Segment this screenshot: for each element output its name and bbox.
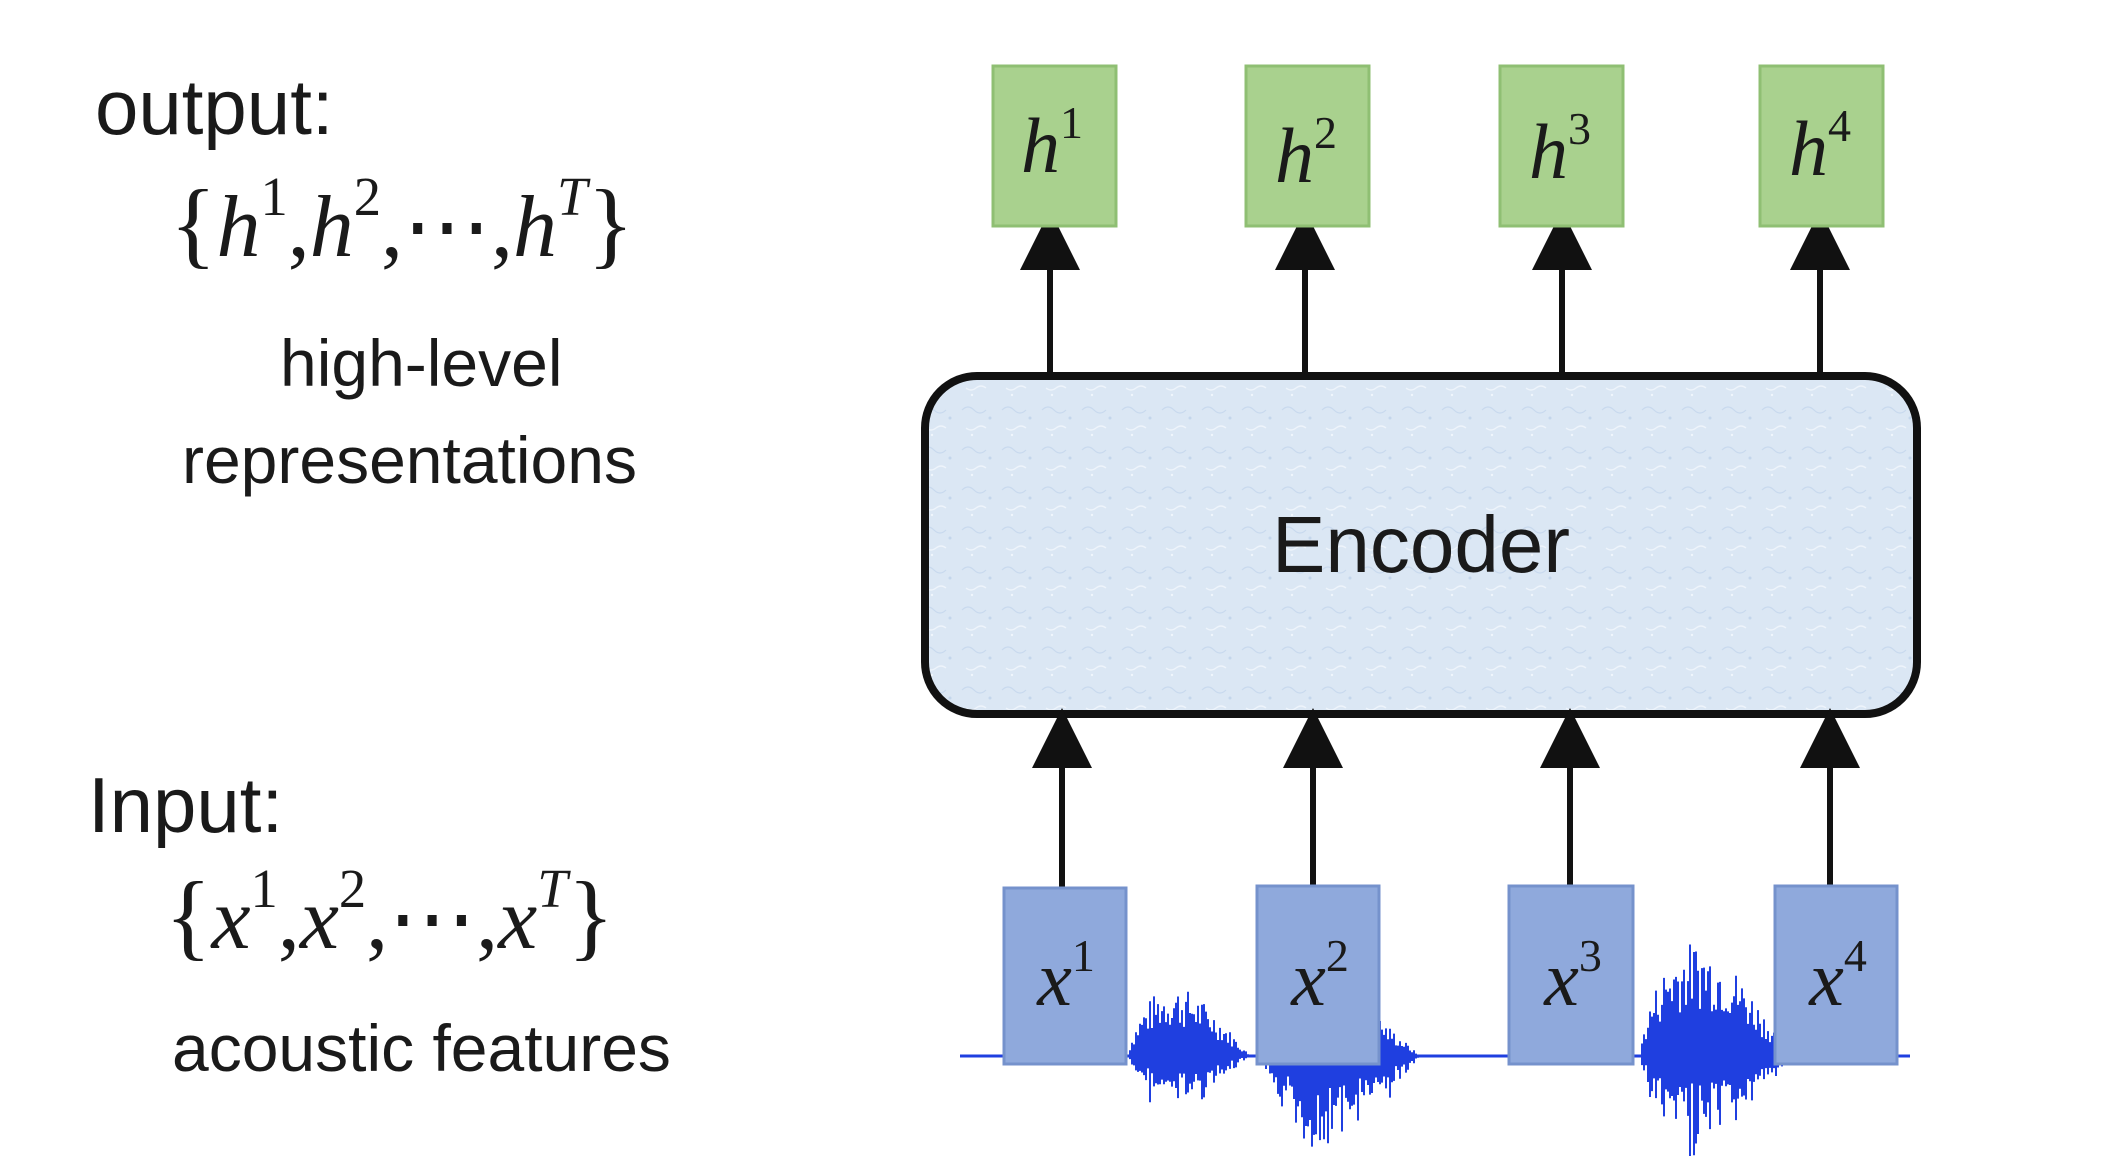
input-description: acoustic features: [172, 1011, 671, 1085]
input-heading: Input:: [88, 761, 284, 849]
output-description-line1: high-level: [280, 326, 563, 400]
output-description-line2: representations: [182, 423, 637, 497]
input-box-x1: x1: [1002, 886, 1128, 1066]
output-box-h1: h1: [991, 64, 1118, 228]
svg-text:x2: x2: [1290, 930, 1349, 1022]
svg-text:h1: h1: [1021, 97, 1083, 189]
encoder-block: [921, 372, 1921, 718]
input-box-x3: x3: [1507, 884, 1635, 1066]
output-set-formula: {h1,h2,⋯,hT}: [170, 166, 634, 277]
input-box-x4: x4: [1773, 884, 1899, 1066]
svg-text:x3: x3: [1543, 930, 1602, 1022]
svg-text:h3: h3: [1529, 103, 1591, 195]
output-box-h2: h2: [1244, 64, 1371, 228]
svg-text:h4: h4: [1789, 100, 1851, 192]
svg-text:x1: x1: [1036, 930, 1095, 1022]
output-box-h4: h4: [1758, 64, 1885, 228]
input-set-formula: {x1,x2,⋯,xT}: [165, 858, 615, 969]
output-box-h3: h3: [1498, 64, 1625, 228]
output-heading: output:: [95, 63, 334, 151]
encoder-label: Encoder: [1272, 500, 1570, 589]
waveform-burst-1: [1129, 991, 1249, 1103]
input-box-x2: x2: [1255, 884, 1381, 1066]
svg-text:h2: h2: [1275, 107, 1337, 199]
waveform-burst-3: [1641, 944, 1789, 1156]
svg-text:x4: x4: [1808, 930, 1867, 1022]
